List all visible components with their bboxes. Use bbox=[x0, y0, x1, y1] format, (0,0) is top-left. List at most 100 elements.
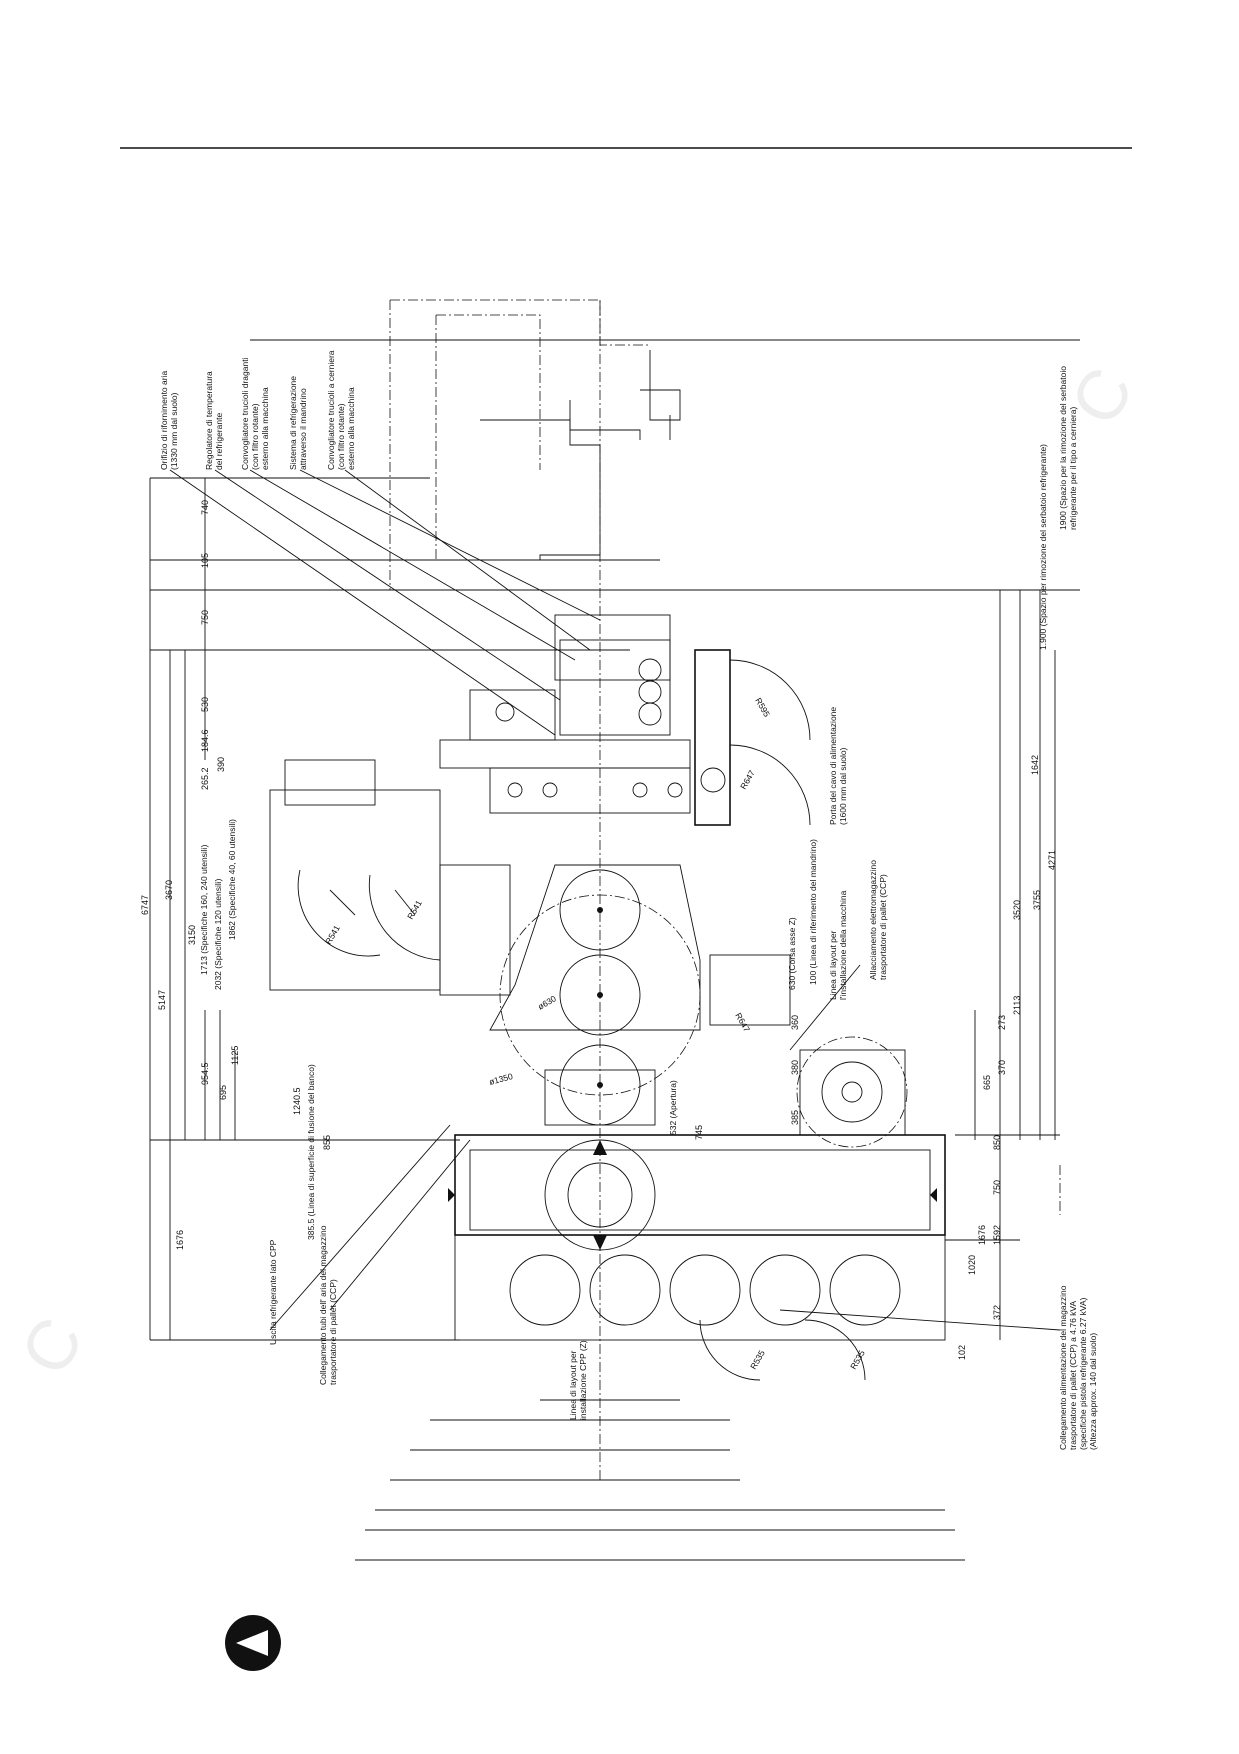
dimension-850: 850 bbox=[992, 1135, 1002, 1150]
watermark-letter: C bbox=[5, 1305, 98, 1388]
callout-leader bbox=[249, 469, 576, 661]
svg-text:esterno alla macchina: esterno alla macchina bbox=[346, 387, 356, 470]
dimension-750: 750 bbox=[992, 1180, 1002, 1195]
direction-arrow-logo bbox=[225, 1615, 281, 1671]
coolant-tank-outline bbox=[390, 419, 601, 561]
hinge-tank-outline bbox=[640, 350, 681, 421]
dimension-740: 740 bbox=[200, 500, 210, 515]
label-magazine-spec-160-240: 1713 (Specifiche 160, 240 utensili) bbox=[199, 844, 209, 975]
svg-text:750: 750 bbox=[200, 610, 210, 625]
label-magazine-spec-120: 2032 (Specifiche 120 utensili) bbox=[213, 878, 223, 990]
cabinet-knob bbox=[700, 767, 726, 793]
svg-text:2032 (Specifiche 120 utensili): 2032 (Specifiche 120 utensili) bbox=[213, 878, 223, 990]
dimension-360: 360 bbox=[790, 1015, 800, 1030]
label-dimension: 1240.5 bbox=[292, 1087, 302, 1115]
svg-text:1900 (Spazio per la rimozione: 1900 (Spazio per la rimozione del serbat… bbox=[1058, 366, 1068, 530]
callout-leader bbox=[169, 469, 556, 736]
svg-text:Convogliatore trucioli dragant: Convogliatore trucioli draganti bbox=[240, 357, 250, 470]
dimension-370: 370 bbox=[997, 1060, 1007, 1075]
dimension-1125: 1125 bbox=[230, 1046, 240, 1065]
chip-conveyor-box bbox=[709, 954, 791, 1026]
svg-text:370: 370 bbox=[997, 1060, 1007, 1075]
callout-leader bbox=[214, 469, 561, 701]
svg-text:Linea di layout per: Linea di layout per bbox=[568, 1350, 578, 1420]
svg-text:(Altezza approx. 140 dal suolo: (Altezza approx. 140 dal suolo) bbox=[1088, 1333, 1098, 1450]
svg-text:102: 102 bbox=[957, 1345, 967, 1360]
svg-text:R595: R595 bbox=[753, 696, 772, 719]
svg-text:3520: 3520 bbox=[1012, 900, 1022, 920]
svg-text:1862 (Specifiche 40, 60 utensi: 1862 (Specifiche 40, 60 utensili) bbox=[227, 819, 237, 940]
dimension-2113: 2113 bbox=[1012, 996, 1022, 1015]
callout-ccp-electrical-connection: Allacciamento elettromagazzino trasporta… bbox=[868, 860, 888, 980]
magazine-door-arc bbox=[297, 869, 381, 957]
svg-text:3755: 3755 bbox=[1032, 890, 1042, 910]
base-hole bbox=[667, 782, 683, 798]
svg-text:1592: 1592 bbox=[992, 1225, 1002, 1245]
dimension-102: 102 bbox=[957, 1345, 967, 1360]
dimension-855: 855 bbox=[322, 1135, 332, 1150]
label-radius: R647 bbox=[733, 1011, 752, 1034]
label-radius: R541 bbox=[323, 923, 342, 946]
leader-line bbox=[329, 889, 356, 916]
dimension-380: 380 bbox=[790, 1060, 800, 1075]
control-cabinet-outline bbox=[694, 649, 731, 826]
svg-text:(con filtro rotante): (con filtro rotante) bbox=[336, 403, 346, 470]
dimension-372: 372 bbox=[992, 1305, 1002, 1320]
dimension-3520: 3520 bbox=[1012, 900, 1022, 920]
dimension-1592: 1592 bbox=[992, 1225, 1002, 1245]
svg-text:184.6: 184.6 bbox=[200, 729, 210, 752]
leader-line bbox=[394, 889, 416, 916]
svg-text:Regolatore di temperatura: Regolatore di temperatura bbox=[204, 371, 214, 470]
spindle-head-outline bbox=[559, 639, 671, 736]
svg-text:(con filtro rotante): (con filtro rotante) bbox=[250, 403, 260, 470]
ccp-pallet-rack bbox=[454, 1234, 946, 1341]
svg-text:l'installazione della macchina: l'installazione della macchina bbox=[838, 890, 848, 1000]
arrow-right-icon bbox=[930, 1188, 937, 1202]
pallet-center bbox=[597, 907, 603, 913]
coolant-pump bbox=[638, 680, 662, 704]
label-radius: R535 bbox=[748, 1348, 767, 1371]
callout-leader bbox=[789, 964, 861, 1051]
svg-text:855: 855 bbox=[322, 1135, 332, 1150]
svg-text:trasportatore di pallet (CCP): trasportatore di pallet (CCP) bbox=[878, 874, 888, 980]
svg-text:385.5 (Linea di superficie di: 385.5 (Linea di superficie di fusione de… bbox=[306, 1064, 316, 1240]
dimension-3755: 3755 bbox=[1032, 890, 1042, 910]
svg-text:1642: 1642 bbox=[1030, 755, 1040, 775]
ccp-pallet bbox=[509, 1254, 581, 1326]
spindle-head-outline bbox=[554, 614, 671, 681]
ccp-door-arc bbox=[804, 1319, 866, 1381]
machine-front-panel bbox=[439, 739, 691, 769]
svg-text:630 (Corsa asse Z): 630 (Corsa asse Z) bbox=[787, 917, 797, 990]
machine-base bbox=[489, 767, 691, 814]
tank-space-outline bbox=[390, 299, 650, 346]
label-radius: R541 bbox=[405, 898, 424, 921]
callout-bed-casting-line: 385.5 (Linea di superficie di fusione de… bbox=[306, 1064, 316, 1240]
dimension-1020: 1020 bbox=[967, 1255, 977, 1275]
svg-text:1.900 (Spazio per rimozione de: 1.900 (Spazio per rimozione del serbatoi… bbox=[1038, 444, 1048, 650]
dimension-1642: 1642 bbox=[1030, 755, 1040, 775]
svg-text:530: 530 bbox=[200, 697, 210, 712]
svg-text:(1600 mm dal suolo): (1600 mm dal suolo) bbox=[838, 747, 848, 825]
magazine-top-housing bbox=[284, 759, 376, 806]
svg-text:R647: R647 bbox=[738, 768, 757, 791]
label-diameter: ø1350 bbox=[488, 1071, 514, 1087]
callout-through-spindle-coolant: Sistema di refrigerazione attraverso il … bbox=[288, 376, 308, 470]
svg-text:del refrigerante: del refrigerante bbox=[214, 413, 224, 470]
svg-text:3150: 3150 bbox=[187, 925, 197, 945]
magazine-door-arc bbox=[368, 874, 441, 961]
ccp-pallet bbox=[669, 1254, 741, 1326]
arrow-up-icon bbox=[593, 1140, 607, 1155]
svg-text:1676: 1676 bbox=[977, 1225, 987, 1245]
dimension-954-5: 954.5 bbox=[200, 1062, 210, 1085]
callout-z-stroke: 630 (Corsa asse Z) bbox=[787, 917, 797, 990]
callout-leader bbox=[299, 469, 601, 621]
svg-text:Allacciamento elettromagazzino: Allacciamento elettromagazzino bbox=[868, 860, 878, 980]
callout-air-inlet: Orifizio di rifornimento aria (1330 mm d… bbox=[159, 371, 179, 470]
label-opening: 532 (Apertura) bbox=[668, 1080, 678, 1135]
svg-text:1240.5: 1240.5 bbox=[292, 1087, 302, 1115]
dimension-3150: 3150 bbox=[187, 925, 197, 945]
callout-machine-layout-line: Linea di layout per l'installazione dell… bbox=[828, 890, 848, 1000]
rotation-envelope bbox=[499, 894, 701, 1096]
callout-cpp-coolant-outlet: Uscita refrigerante lato CPP bbox=[268, 1239, 278, 1345]
